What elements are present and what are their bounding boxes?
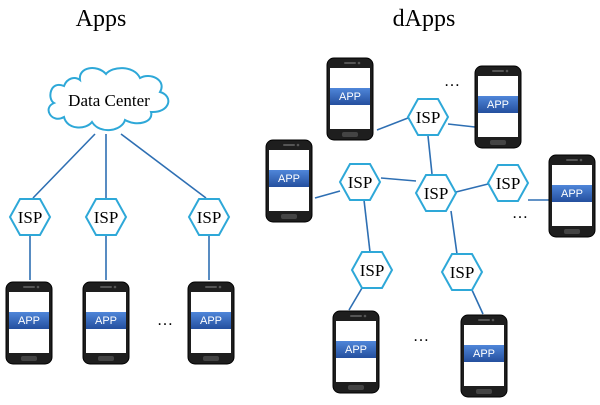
ellipsis-apps: … — [157, 312, 173, 329]
ellipsis-dapps-bottom: … — [413, 328, 429, 345]
link-isp-left-isp-center — [380, 177, 417, 182]
app-phone-dapps-top-right: APP — [474, 65, 522, 149]
app-phone-dapps-left: APP — [265, 139, 313, 223]
isp-node-apps-1: ISP — [9, 198, 51, 236]
app-band — [9, 312, 49, 329]
isp-node-dapps-bottom-left: ISP — [351, 251, 393, 289]
isp-node-apps-2: ISP — [85, 198, 127, 236]
ellipsis-dapps-right: … — [512, 205, 528, 222]
isp-node-dapps-bottom-right: ISP — [441, 253, 483, 291]
app-band — [191, 312, 231, 329]
app-phone-apps-2: APP — [82, 281, 130, 365]
link-isp-bl-app-bl — [348, 287, 363, 311]
isp-label: ISP — [416, 108, 441, 127]
app-label: APP — [95, 315, 117, 327]
app-band — [552, 185, 592, 202]
link-isp-top-app-tr — [447, 123, 476, 128]
link-isp-center-isp-right — [455, 183, 489, 193]
app-band — [336, 341, 376, 358]
isp-label: ISP — [496, 174, 521, 193]
app-band — [478, 96, 518, 113]
link-isp-top-app-tl — [376, 117, 409, 131]
app-label: APP — [200, 315, 222, 327]
app-phone-dapps-top-left: APP — [326, 57, 374, 141]
isp-node-dapps-right: ISP — [487, 164, 529, 202]
app-phone-apps-1: APP — [5, 281, 53, 365]
link-isp-top-isp-center — [427, 135, 433, 175]
isp-label: ISP — [18, 208, 43, 227]
isp-label: ISP — [348, 173, 373, 192]
link-isp-br-app-br — [471, 289, 484, 315]
app-label: APP — [345, 344, 367, 356]
app-band — [86, 312, 126, 329]
app-band — [269, 170, 309, 187]
isp-label: ISP — [360, 261, 385, 280]
isp-node-dapps-left: ISP — [339, 163, 381, 201]
app-label: APP — [339, 91, 361, 103]
data-center-label: Data Center — [68, 91, 150, 110]
ellipsis-dapps-top: … — [444, 73, 460, 90]
app-label: APP — [18, 315, 40, 327]
link-cloud-isp-1 — [32, 133, 96, 199]
link-isp-left-isp-bl — [363, 199, 371, 253]
isp-node-apps-3: ISP — [188, 198, 230, 236]
apps-heading: Apps — [76, 6, 127, 32]
isp-label: ISP — [424, 184, 449, 203]
app-phone-dapps-bottom-right: APP — [460, 314, 508, 398]
link-isp-left-app-left — [314, 190, 341, 199]
app-label: APP — [561, 188, 583, 200]
isp-label: ISP — [94, 208, 119, 227]
data-center-cloud: Data Center — [47, 67, 170, 131]
app-phone-dapps-right: APP — [548, 154, 596, 238]
dapps-heading: dApps — [393, 6, 456, 32]
app-label: APP — [487, 99, 509, 111]
app-label: APP — [473, 348, 495, 360]
connection-lines — [29, 117, 551, 315]
isp-label: ISP — [450, 263, 475, 282]
link-isp-center-isp-br — [450, 210, 458, 255]
app-band — [464, 345, 504, 362]
app-label: APP — [278, 173, 300, 185]
isp-node-dapps-center: ISP — [415, 174, 457, 212]
isp-node-dapps-top: ISP — [407, 98, 449, 136]
app-phone-dapps-bottom-left: APP — [332, 310, 380, 394]
app-phone-apps-3: APP — [187, 281, 235, 365]
link-cloud-isp-3 — [120, 133, 207, 199]
app-band — [330, 88, 370, 105]
isp-label: ISP — [197, 208, 222, 227]
